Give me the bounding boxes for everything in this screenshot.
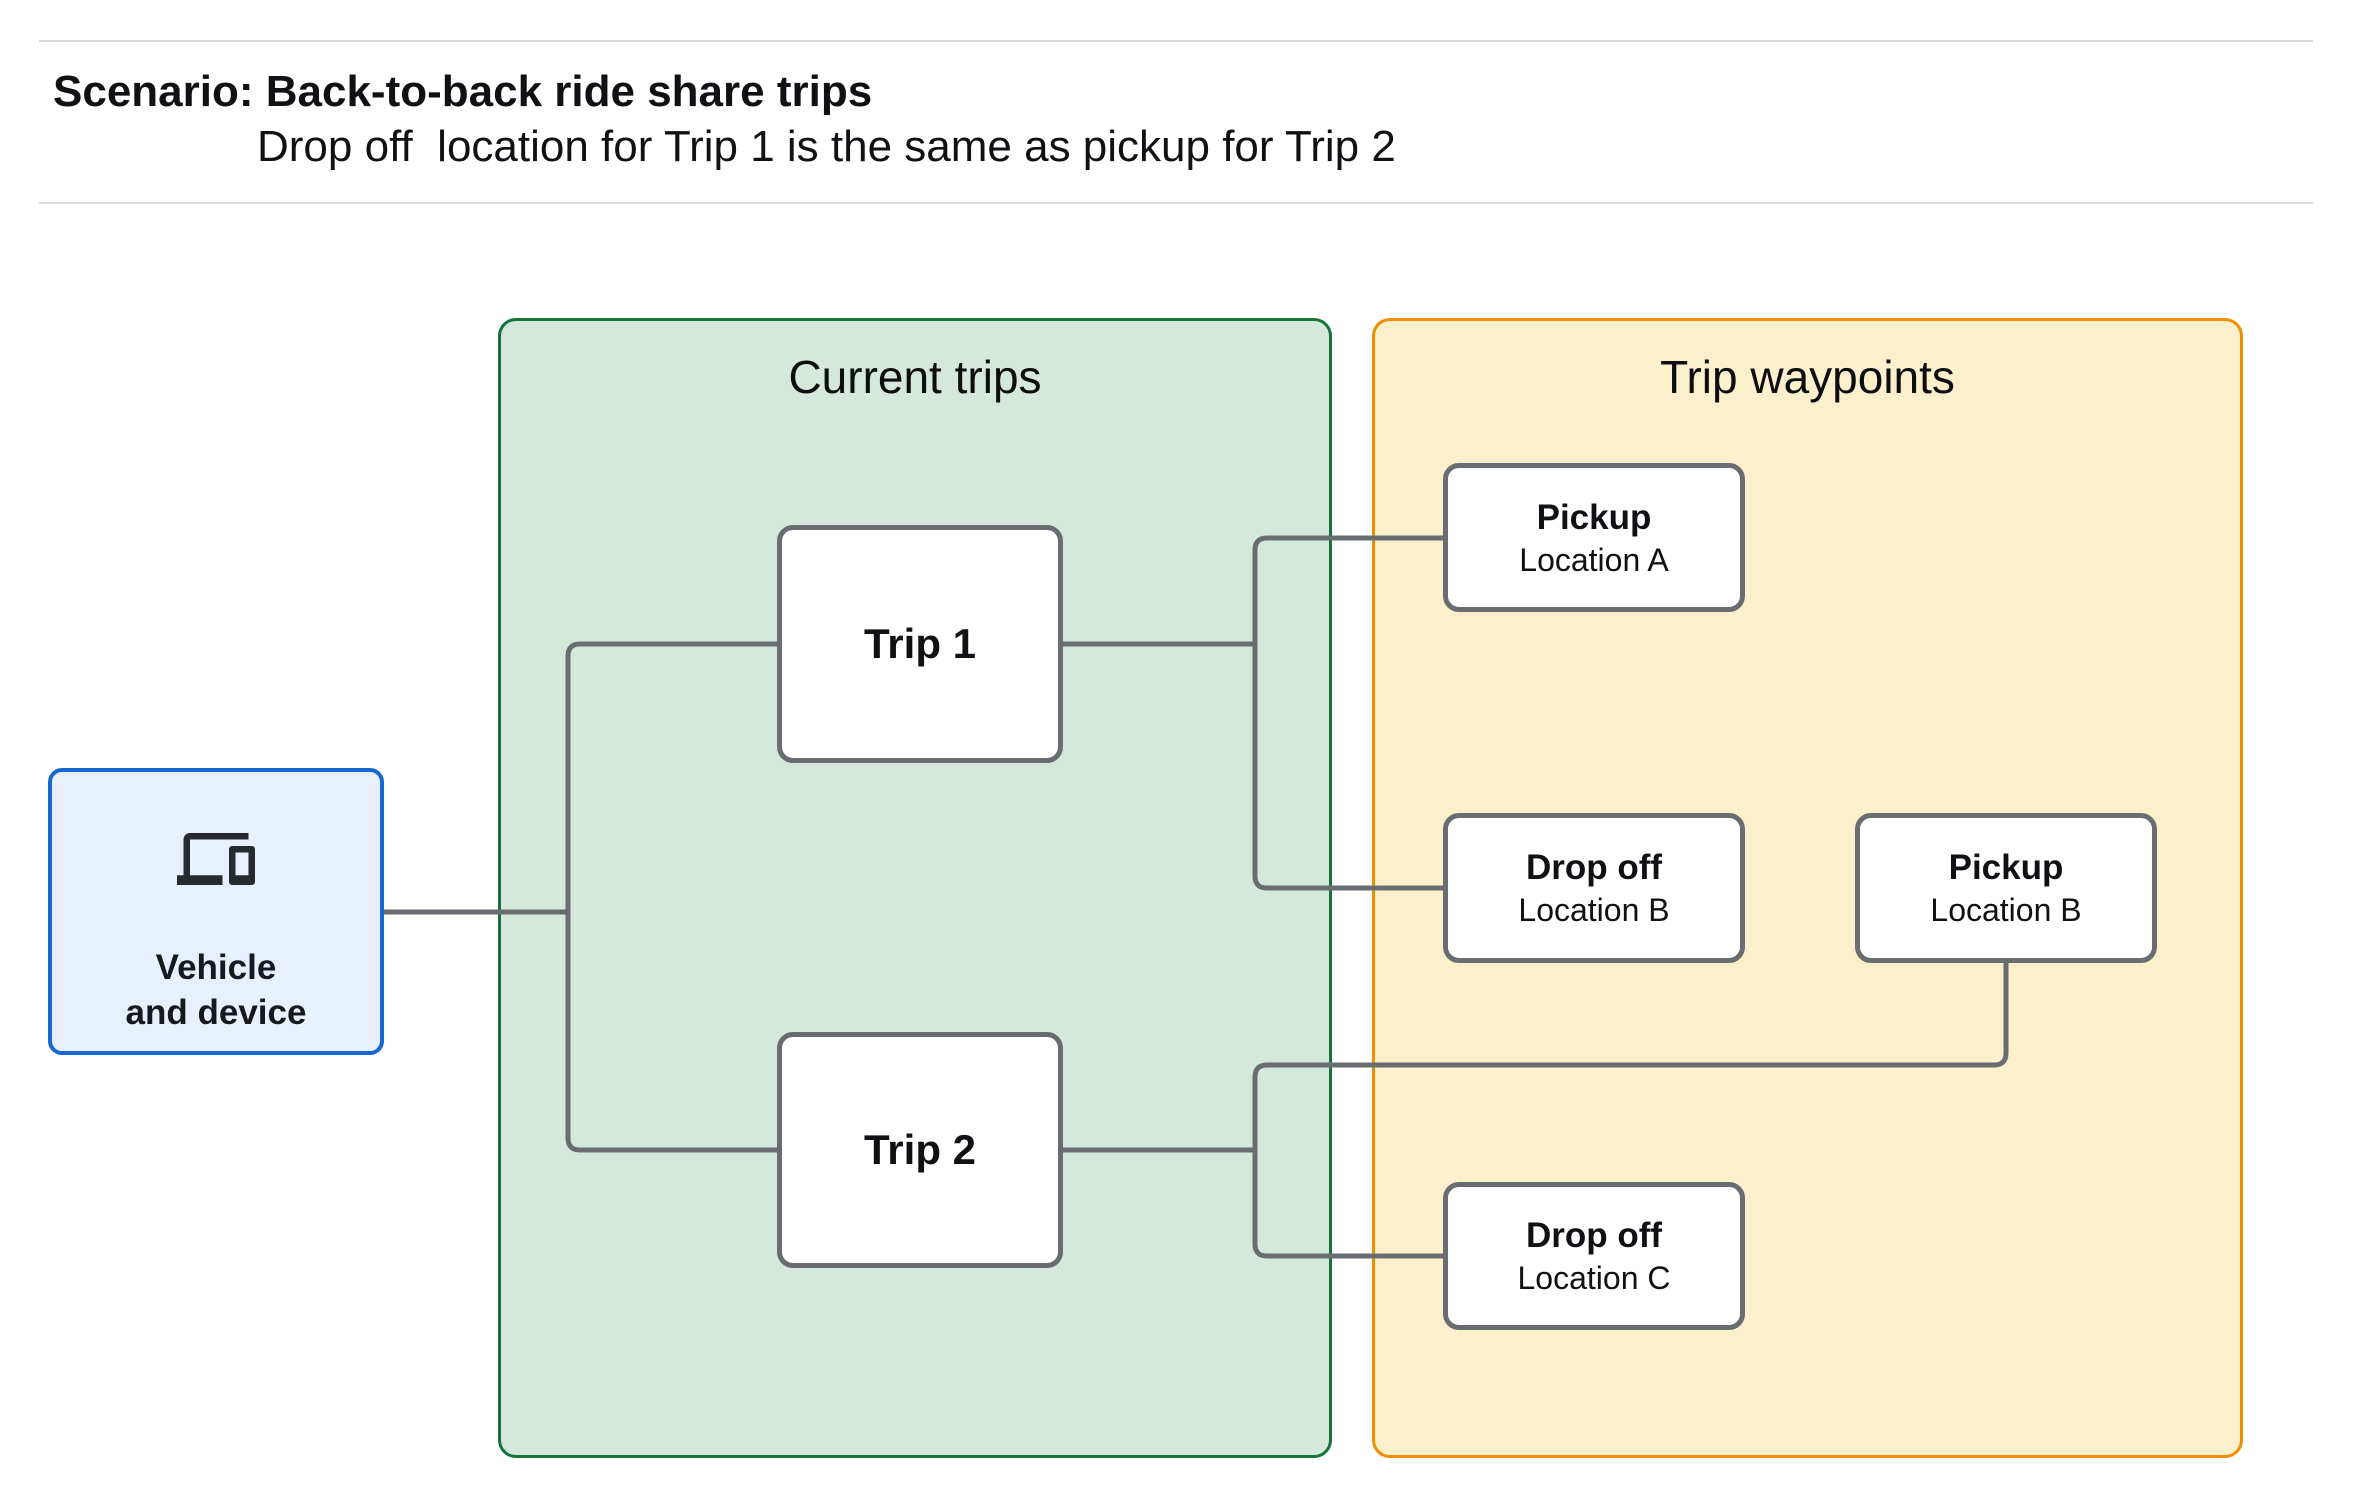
waypoint-type: Drop off	[1525, 1216, 1663, 1255]
waypoint-location: Location C	[1517, 1260, 1671, 1296]
trip-1-node: Trip 1	[777, 525, 1063, 763]
waypoint-type: Pickup	[1948, 848, 2064, 887]
waypoint-type: Pickup	[1536, 497, 1652, 537]
trip-2-node: Trip 2	[777, 1032, 1063, 1268]
vehicle-label-line2: and device	[125, 993, 307, 1032]
trip-waypoints-title: Trip waypoints	[1660, 351, 1955, 403]
waypoint-location: Location A	[1519, 541, 1669, 578]
waypoint-location: Location B	[1518, 892, 1670, 928]
current-trips-container	[498, 318, 1332, 1458]
waypoint-dropoff-location-c: Drop off Location C	[1443, 1182, 1745, 1330]
current-trips-title: Current trips	[788, 351, 1042, 403]
page-title: Scenario: Back-to-back ride share trips	[53, 67, 873, 116]
header-bottom-rule	[39, 202, 2313, 204]
vehicle-node-label: Vehicle and device	[126, 945, 307, 1035]
waypoint-type: Drop off	[1525, 848, 1663, 887]
trip-1-label: Trip 1	[863, 620, 977, 667]
waypoint-pickup-location-b: Pickup Location B	[1855, 813, 2157, 963]
waypoint-pickup-location-a: Pickup Location A	[1443, 463, 1745, 612]
vehicle-label-line1: Vehicle	[155, 948, 277, 987]
trip-2-label: Trip 2	[863, 1126, 977, 1173]
devices-icon	[177, 820, 255, 898]
page-subtitle: Drop off location for Trip 1 is the same…	[257, 122, 1396, 171]
header-top-rule	[39, 40, 2313, 42]
waypoint-dropoff-location-b: Drop off Location B	[1443, 813, 1745, 963]
vehicle-node: Vehicle and device	[48, 768, 384, 1055]
waypoint-location: Location B	[1930, 892, 2082, 928]
